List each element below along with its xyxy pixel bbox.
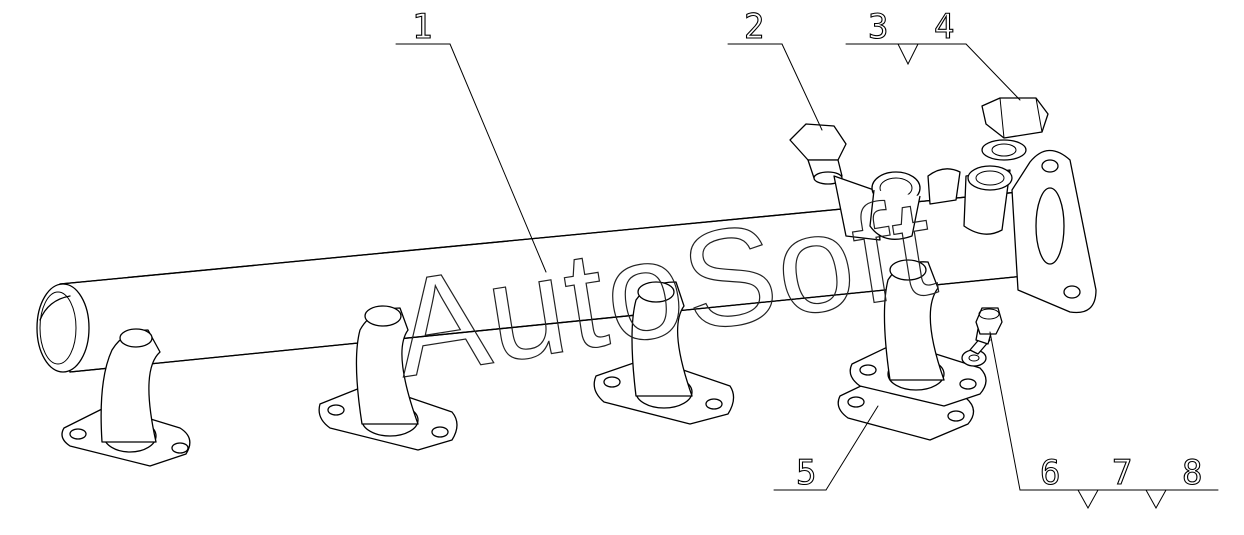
callout-3: 3 [868, 7, 888, 47]
bolt-assembly [961, 307, 1003, 367]
leader-lines [395, 43, 1219, 510]
hex-fitting [789, 123, 921, 241]
manifold-tube [36, 189, 1065, 373]
callout-7: 7 [1112, 453, 1132, 493]
callout-8: 8 [1182, 453, 1202, 493]
plug-fitting [927, 97, 1049, 235]
callout-4: 4 [934, 7, 954, 47]
callout-1: 1 [412, 7, 432, 47]
callout-5: 5 [796, 453, 816, 493]
branch-3 [593, 281, 735, 425]
callout-labels: 1 2 3 4 5 6 7 8 [411, 6, 1203, 493]
callout-6: 6 [1040, 453, 1060, 493]
branch-4 [849, 259, 987, 407]
branch-2 [318, 305, 458, 451]
branch-1 [61, 328, 191, 467]
callout-2: 2 [744, 7, 764, 47]
end-flange [1011, 149, 1097, 314]
